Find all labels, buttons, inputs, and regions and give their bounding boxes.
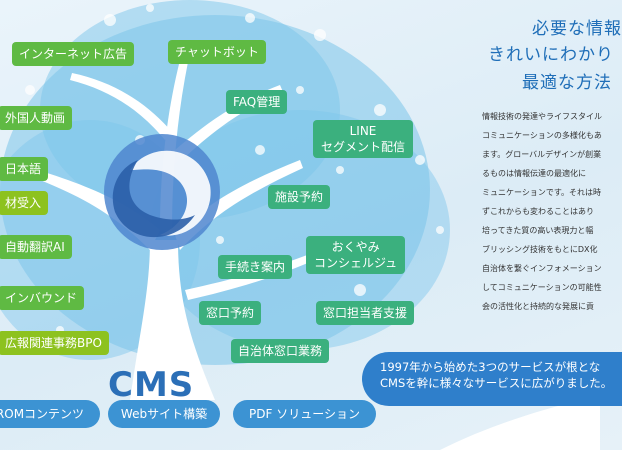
body-line-5: ミュニケーションです。それは時 [482, 188, 602, 197]
heading-line-2: きれいにわかり [488, 45, 614, 65]
root-pill-web-site: Webサイト構築 [108, 400, 220, 428]
body-line-7: 培ってきた質の高い表現力と幅 [482, 226, 594, 235]
tag-line-segment-line-1: LINE [349, 124, 377, 138]
tag-window-staff-support: 窓口担当者支援 [316, 301, 415, 325]
tag-talent-acceptance: 材受入 [0, 191, 49, 215]
body-line-3: ます。グローバルデザインが創業 [482, 150, 602, 159]
body-line-10: してコミュニケーションの可能性 [482, 283, 602, 292]
body-line-8: ブリッシング技術をもとにDX化 [482, 245, 598, 254]
tag-window-reservation: 窓口予約 [199, 301, 262, 325]
root-pill-rom-contents: ROMコンテンツ [0, 400, 100, 428]
tag-pr-bpo: 広報関連事務BPO [0, 331, 109, 355]
tag-procedure-guide: 手続き案内 [218, 255, 293, 279]
heading-line-1: 必要な情報 [532, 19, 622, 39]
body-line-6: ずこれからも変わることはあり [482, 207, 594, 216]
body-line-9: 自治体を繋ぐインフォメーション [482, 264, 602, 273]
tag-okuyami-concierge: おくやみ コンシェルジュ [306, 236, 406, 274]
tag-chatbot: チャットボット [168, 40, 266, 64]
tag-japanese: 日本語 [0, 157, 49, 181]
body-line-11: 会の活性化と持続的な発展に貢 [482, 302, 594, 311]
wave-shape [440, 395, 600, 450]
body-line-2: コミュニケーションの多様化もあ [482, 131, 602, 140]
heading-line-3: 最適な方法 [522, 73, 612, 93]
root-pill-pdf-solution: PDF ソリューション [233, 400, 376, 428]
tag-line-segment: LINE セグメント配信 [313, 120, 414, 158]
tag-foreign-video: 外国人動画 [0, 106, 73, 130]
banner-line-1: 1997年から始めた3つのサービスが根とな [380, 360, 601, 374]
swirl-logo-icon [104, 134, 220, 250]
tag-auto-translate-ai: 自動翻訳AI [0, 235, 72, 259]
tag-inbound: インバウンド [0, 286, 85, 310]
body-line-1: 情報技術の発達やライフスタイル [482, 112, 602, 121]
history-banner: 1997年から始めた3つのサービスが根とな CMSを幹に様々なサービスに広がりま… [362, 352, 622, 406]
tag-faq: FAQ管理 [226, 90, 288, 114]
cms-label: CMS [108, 365, 195, 405]
tag-okuyami-line-2: コンシェルジュ [314, 256, 398, 270]
body-line-4: るものは情報伝達の最適化に [482, 169, 586, 178]
tag-municipal-window: 自治体窓口業務 [231, 339, 330, 363]
tag-okuyami-line-1: おくやみ [331, 240, 380, 254]
tag-facility-booking: 施設予約 [268, 185, 331, 209]
banner-line-2: CMSを幹に様々なサービスに広がりました。 [380, 376, 613, 390]
tag-internet-ads: インターネット広告 [12, 42, 135, 66]
tag-line-segment-line-2: セグメント配信 [321, 140, 406, 154]
